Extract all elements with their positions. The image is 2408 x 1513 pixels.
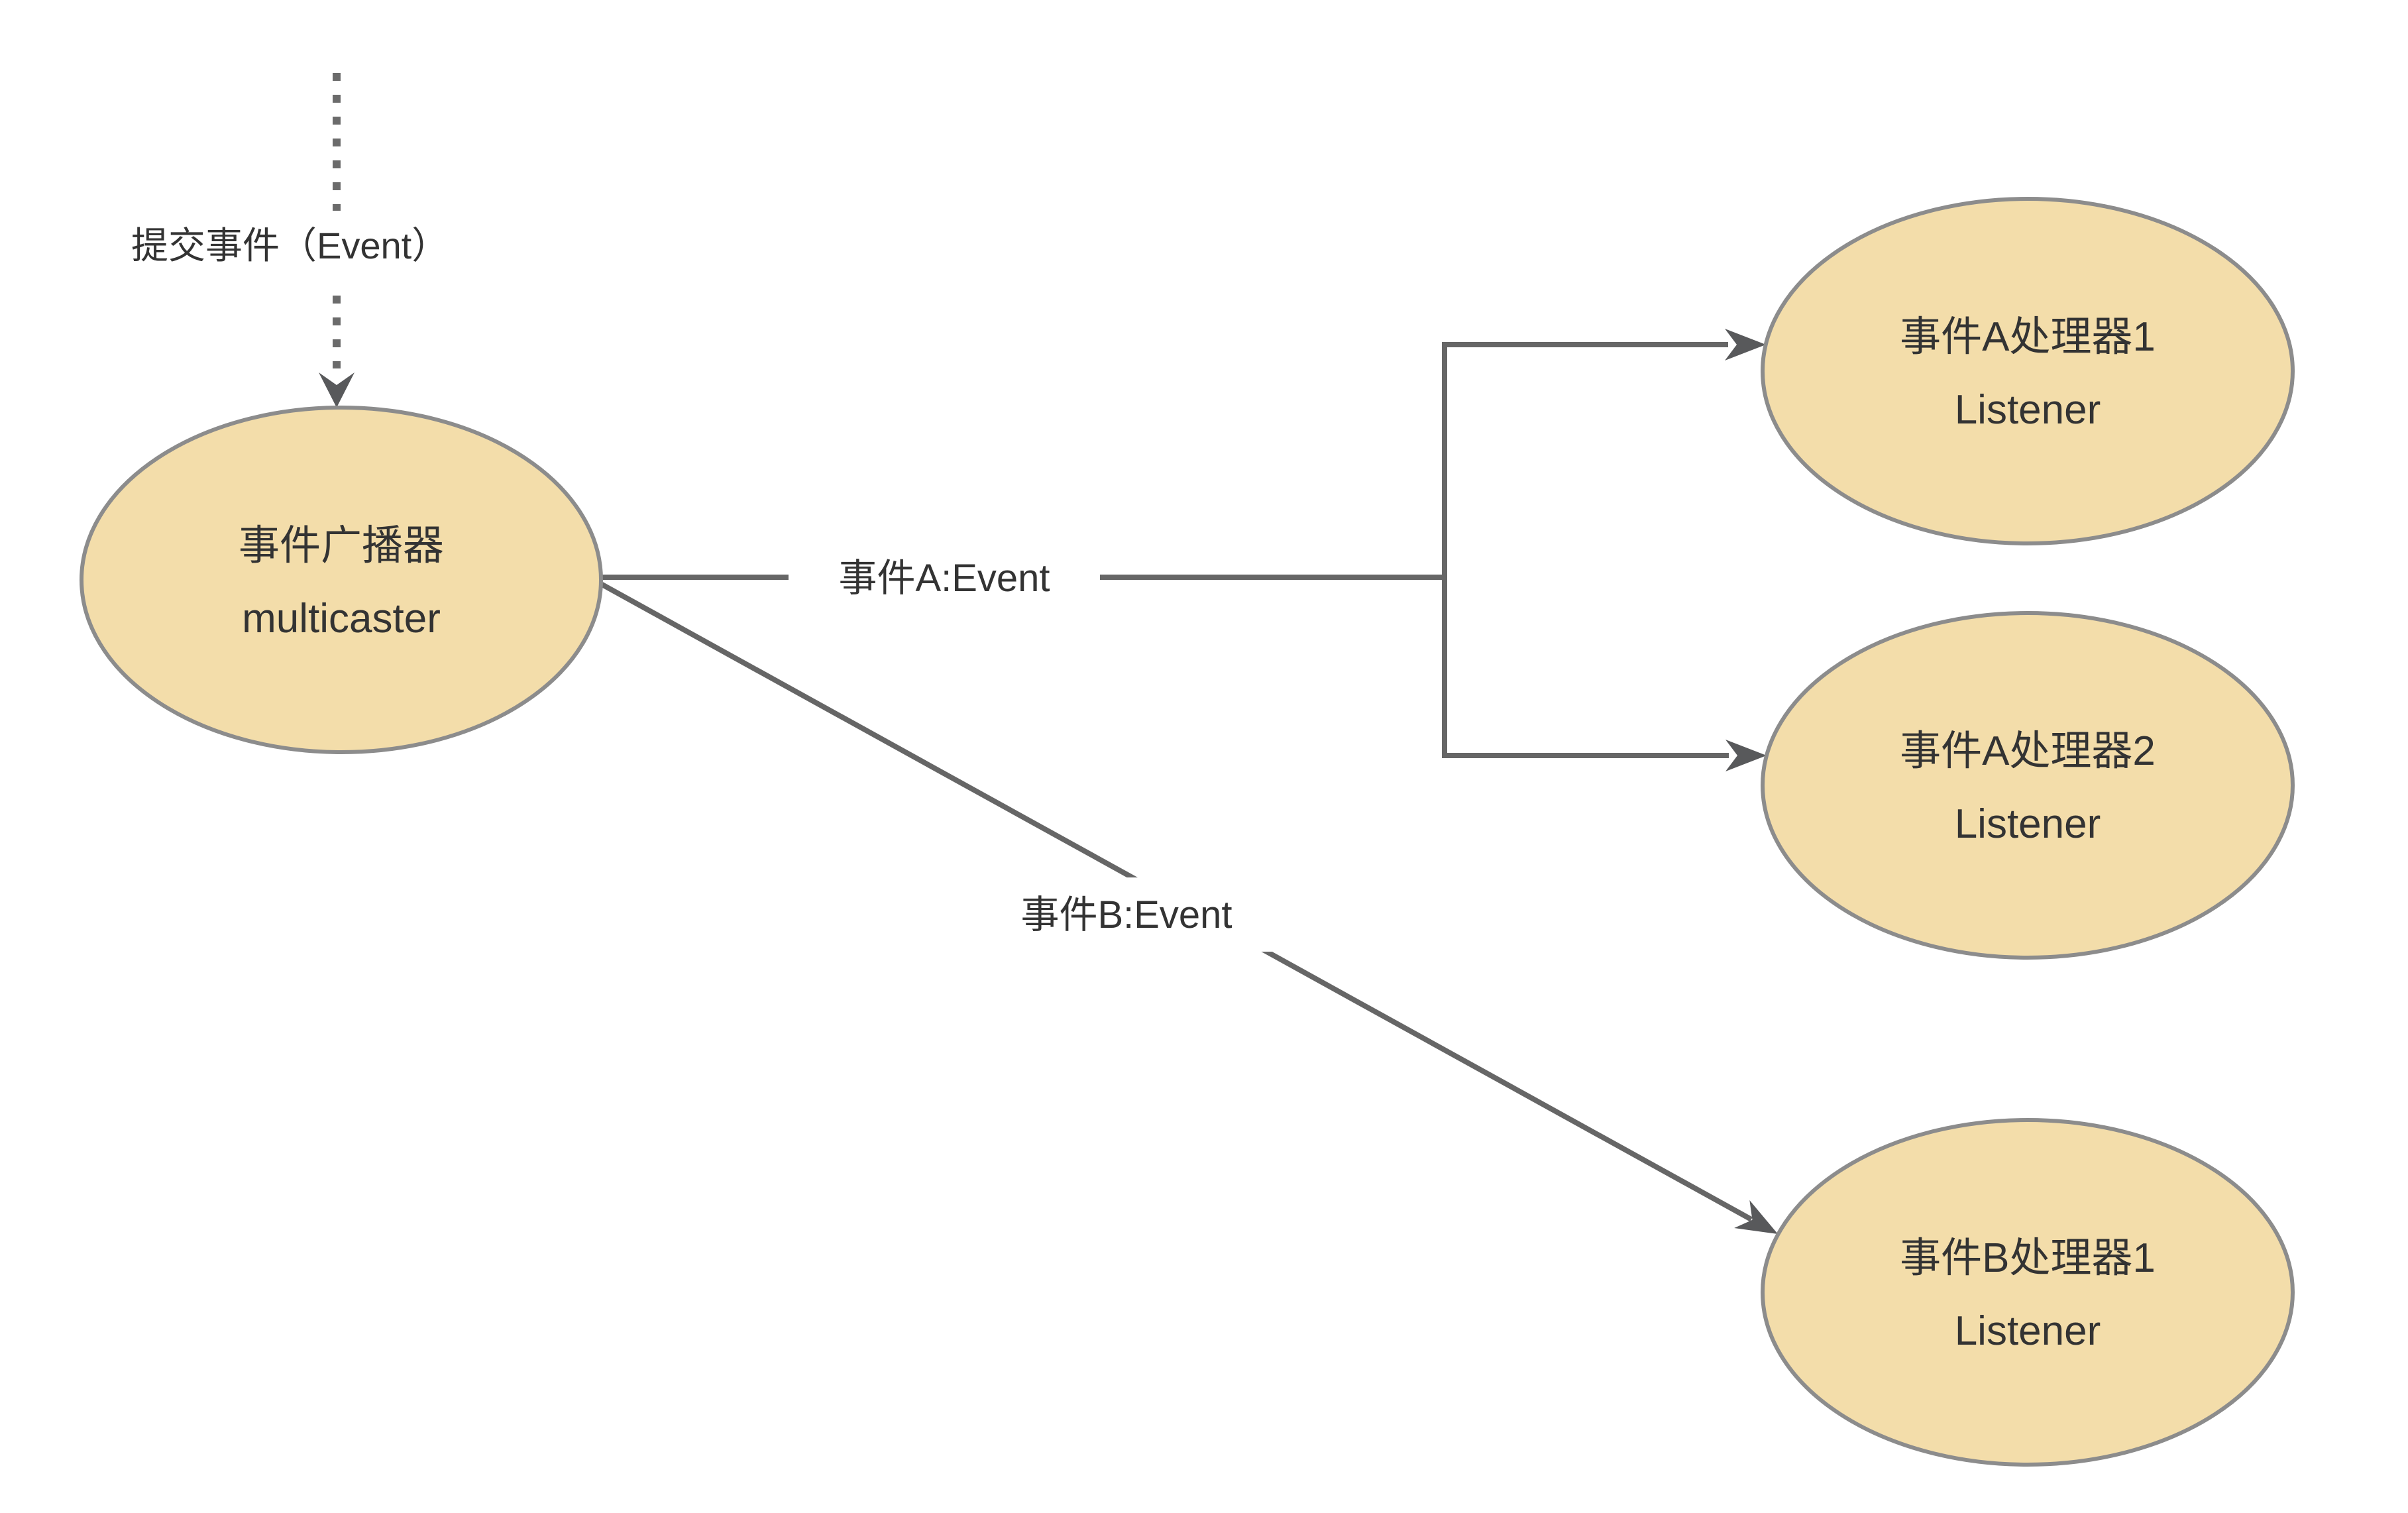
listener-a2-label-line1: 事件A处理器2: [1900, 728, 2156, 774]
listener-a2-ellipse: [1761, 611, 2295, 960]
event-a-label: 事件A:Event: [838, 557, 1050, 600]
multicaster-ellipse: [80, 406, 603, 754]
event-a-label-background: [789, 541, 1100, 615]
event-b-label-background: [973, 877, 1280, 952]
listener-b1-label-line2: Listener: [1955, 1308, 2101, 1354]
edge-event-b: 事件B:Event: [598, 581, 1778, 1234]
node-listener-a2: 事件A处理器2 Listener: [1761, 611, 2295, 960]
listener-a2-label-line2: Listener: [1955, 801, 2101, 847]
listener-a1-label-line1: 事件A处理器1: [1900, 314, 2156, 360]
listener-b1-ellipse: [1761, 1118, 2295, 1467]
submit-event-label: 提交事件（Event）: [131, 225, 449, 266]
arrow-right-a1-icon: [1725, 329, 1766, 361]
arrow-right-a2-icon: [1725, 740, 1767, 771]
listener-a1-label-line2: Listener: [1955, 387, 2101, 433]
event-a-branch-connector: [1442, 342, 1729, 758]
event-b-label: 事件B:Event: [1020, 893, 1232, 936]
node-listener-a1: 事件A处理器1 Listener: [1761, 197, 2295, 545]
arrow-right-b1-icon: [1734, 1200, 1778, 1234]
node-multicaster: 事件广播器 multicaster: [80, 406, 603, 754]
edge-event-a: 事件A:Event: [601, 329, 1767, 771]
edge-submit-event: 提交事件（Event）: [131, 73, 449, 408]
listener-b1-label-line1: 事件B处理器1: [1900, 1235, 2156, 1281]
multicaster-label-line1: 事件广播器: [239, 523, 444, 569]
arrow-down-icon: [319, 372, 355, 408]
listener-a1-ellipse: [1761, 197, 2295, 545]
multicaster-label-line2: multicaster: [242, 596, 441, 642]
node-listener-b1: 事件B处理器1 Listener: [1761, 1118, 2295, 1467]
